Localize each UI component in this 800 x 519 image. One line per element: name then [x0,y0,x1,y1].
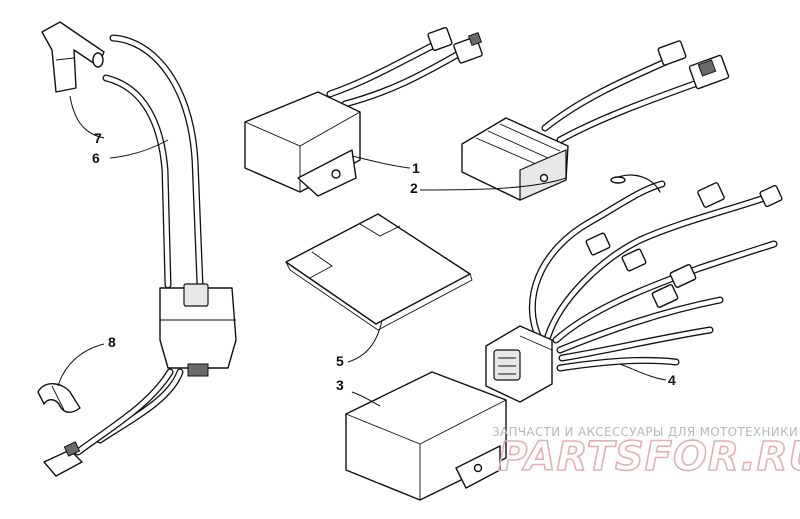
callout-3: 3 [336,377,344,393]
callout-labels: 1 2 3 4 5 6 7 8 [92,130,676,393]
watermark: ЗАПЧАСТИ И АКСЕССУАРЫ ДЛЯ МОТОТЕХНИКИ PA… [492,425,800,481]
ecu-pad [285,213,473,331]
spark-plug-cap [41,21,105,93]
cdi-module [244,26,483,197]
callout-7: 7 [94,130,102,146]
callout-5: 5 [336,353,344,369]
callout-2: 2 [410,180,418,196]
callout-4: 4 [668,372,676,388]
voltage-regulator [461,40,730,201]
watermark-subtitle: ЗАПЧАСТИ И АКСЕССУАРЫ ДЛЯ МОТОТЕХНИКИ [492,425,798,439]
ignition-coil-assembly [43,34,237,477]
watermark-logo: PARTSFOR.RU [498,434,800,480]
wiring-harness [485,174,783,403]
wire-clip [37,383,81,413]
callout-6: 6 [92,150,100,166]
leader-lines [57,95,667,407]
callout-1: 1 [412,160,420,176]
ecu-box [345,371,507,501]
callout-8: 8 [108,334,116,350]
